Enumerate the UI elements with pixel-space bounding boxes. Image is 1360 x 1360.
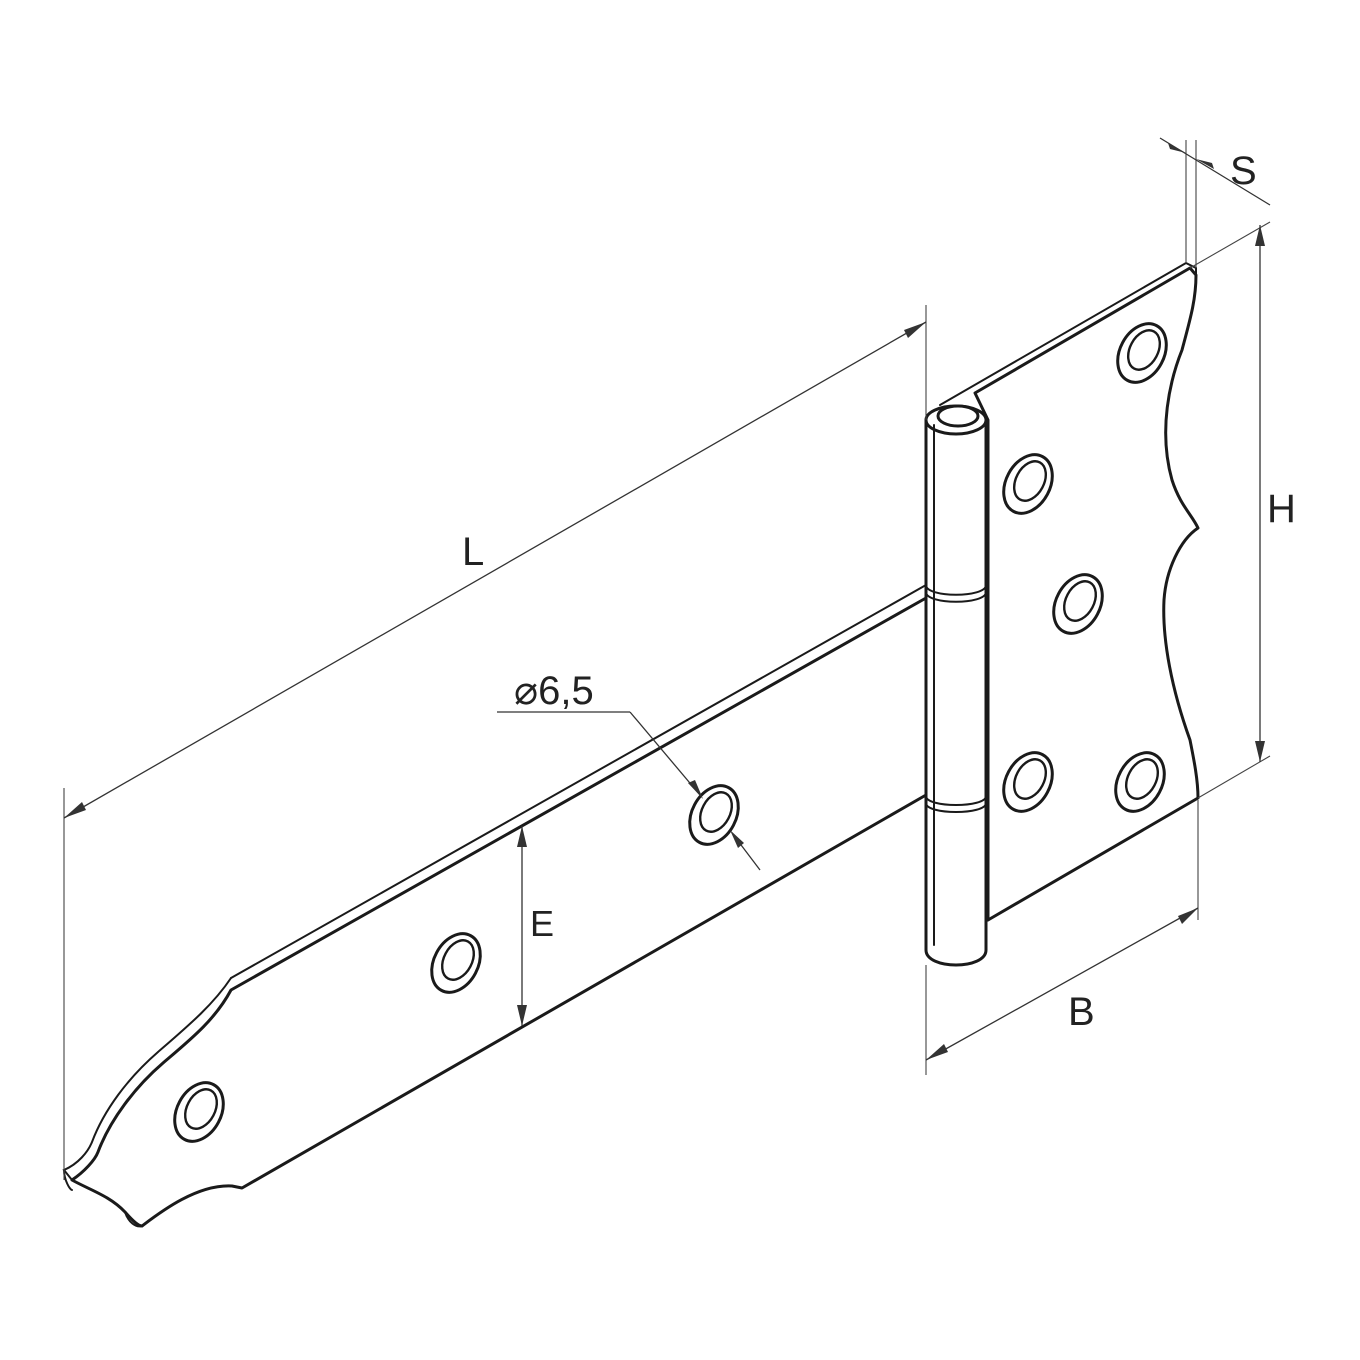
dimension-hole-diameter: ⌀6,5 <box>497 669 761 871</box>
dimension-height: H <box>1189 221 1296 799</box>
mounting-holes <box>173 322 1168 1143</box>
strap-leaf <box>62 583 928 1228</box>
hole <box>1114 751 1166 813</box>
dimension-label-hole: ⌀6,5 <box>514 669 594 713</box>
hole <box>1002 751 1054 813</box>
dimension-label-l: L <box>462 530 484 574</box>
hole <box>688 784 740 846</box>
hole <box>1002 453 1054 515</box>
dimension-length: L <box>63 305 927 1180</box>
dimension-label-b: B <box>1068 990 1095 1034</box>
dimension-strap-width: E <box>517 826 554 1026</box>
dimension-width: B <box>925 800 1199 1075</box>
hinge-knuckle <box>924 404 988 967</box>
dimension-label-e: E <box>530 903 554 944</box>
hole <box>430 932 482 994</box>
hole <box>1116 322 1168 384</box>
hole <box>173 1081 225 1143</box>
dimension-label-s: S <box>1230 149 1257 193</box>
hole <box>1052 573 1104 635</box>
dimension-thickness: S <box>1159 137 1271 268</box>
dimension-label-h: H <box>1267 487 1296 531</box>
